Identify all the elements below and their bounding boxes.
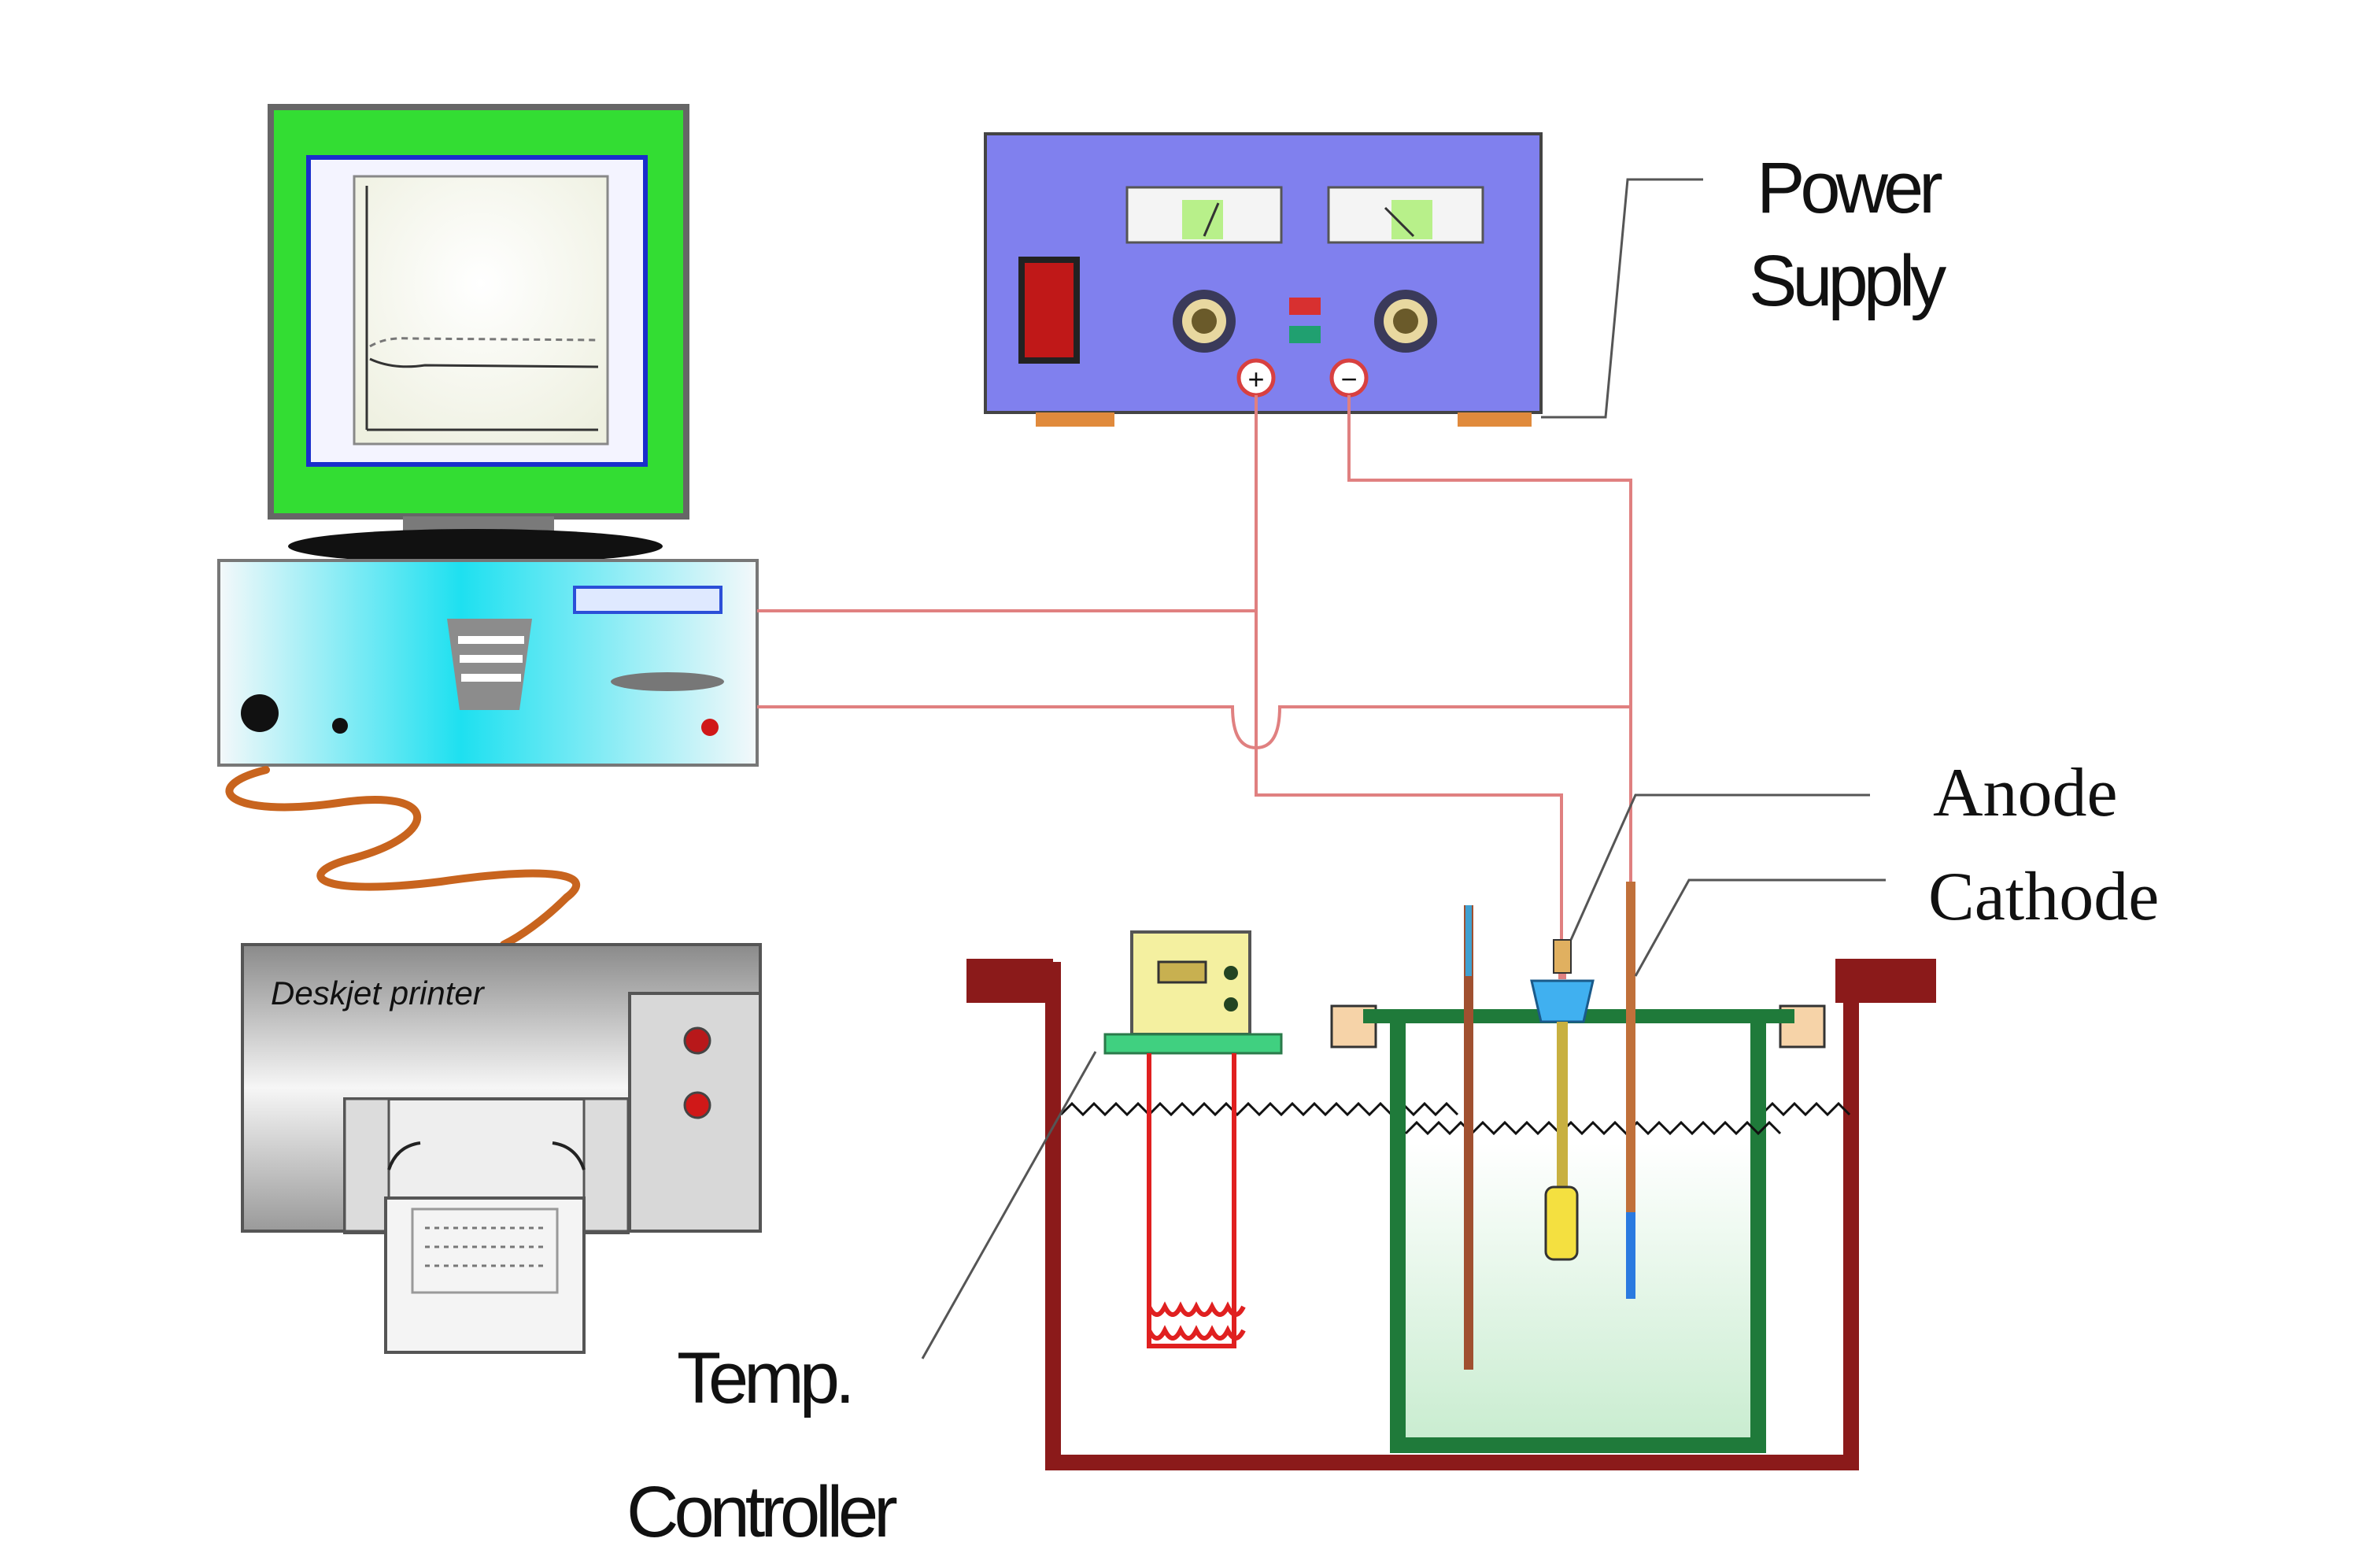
anode-electrode <box>1530 939 1595 1261</box>
cathode-electrode <box>1626 882 1635 1299</box>
temperature-controller <box>1103 930 1283 1348</box>
heater-coil <box>1147 1053 1246 1348</box>
analog-meter-left <box>1125 186 1283 244</box>
water-bath-tank <box>966 959 1936 1470</box>
power-supply-label-line2: Supply <box>1749 241 1946 321</box>
temp-controller-label-line2: Controller <box>626 1472 897 1552</box>
deskjet-printer: Deskjet printer <box>241 943 762 1354</box>
svg-text:+: + <box>1247 363 1264 395</box>
power-supply-label-line1: Power <box>1757 148 1942 228</box>
monitor-screen-graph <box>353 175 609 446</box>
thermometer-rod <box>1464 905 1473 1370</box>
anode-label: Anode <box>1933 755 2118 831</box>
computer-monitor <box>268 104 689 564</box>
cathode-label: Cathode <box>1928 859 2159 935</box>
temp-controller-label-line1: Temp. <box>677 1338 851 1418</box>
svg-text:−: − <box>1340 363 1357 395</box>
power-switch <box>1018 257 1080 364</box>
printer-cable <box>225 766 581 949</box>
wiring <box>757 395 1632 940</box>
power-button-icon <box>241 694 279 732</box>
electrolytic-cell <box>1330 882 1826 1453</box>
label-leader-lines <box>921 178 1886 1359</box>
power-supply: + − <box>984 132 1543 427</box>
printer-brand-label: Deskjet printer <box>271 975 486 1011</box>
printed-paper <box>384 1196 586 1354</box>
computer-case <box>217 559 759 767</box>
analog-meter-right <box>1327 186 1484 244</box>
